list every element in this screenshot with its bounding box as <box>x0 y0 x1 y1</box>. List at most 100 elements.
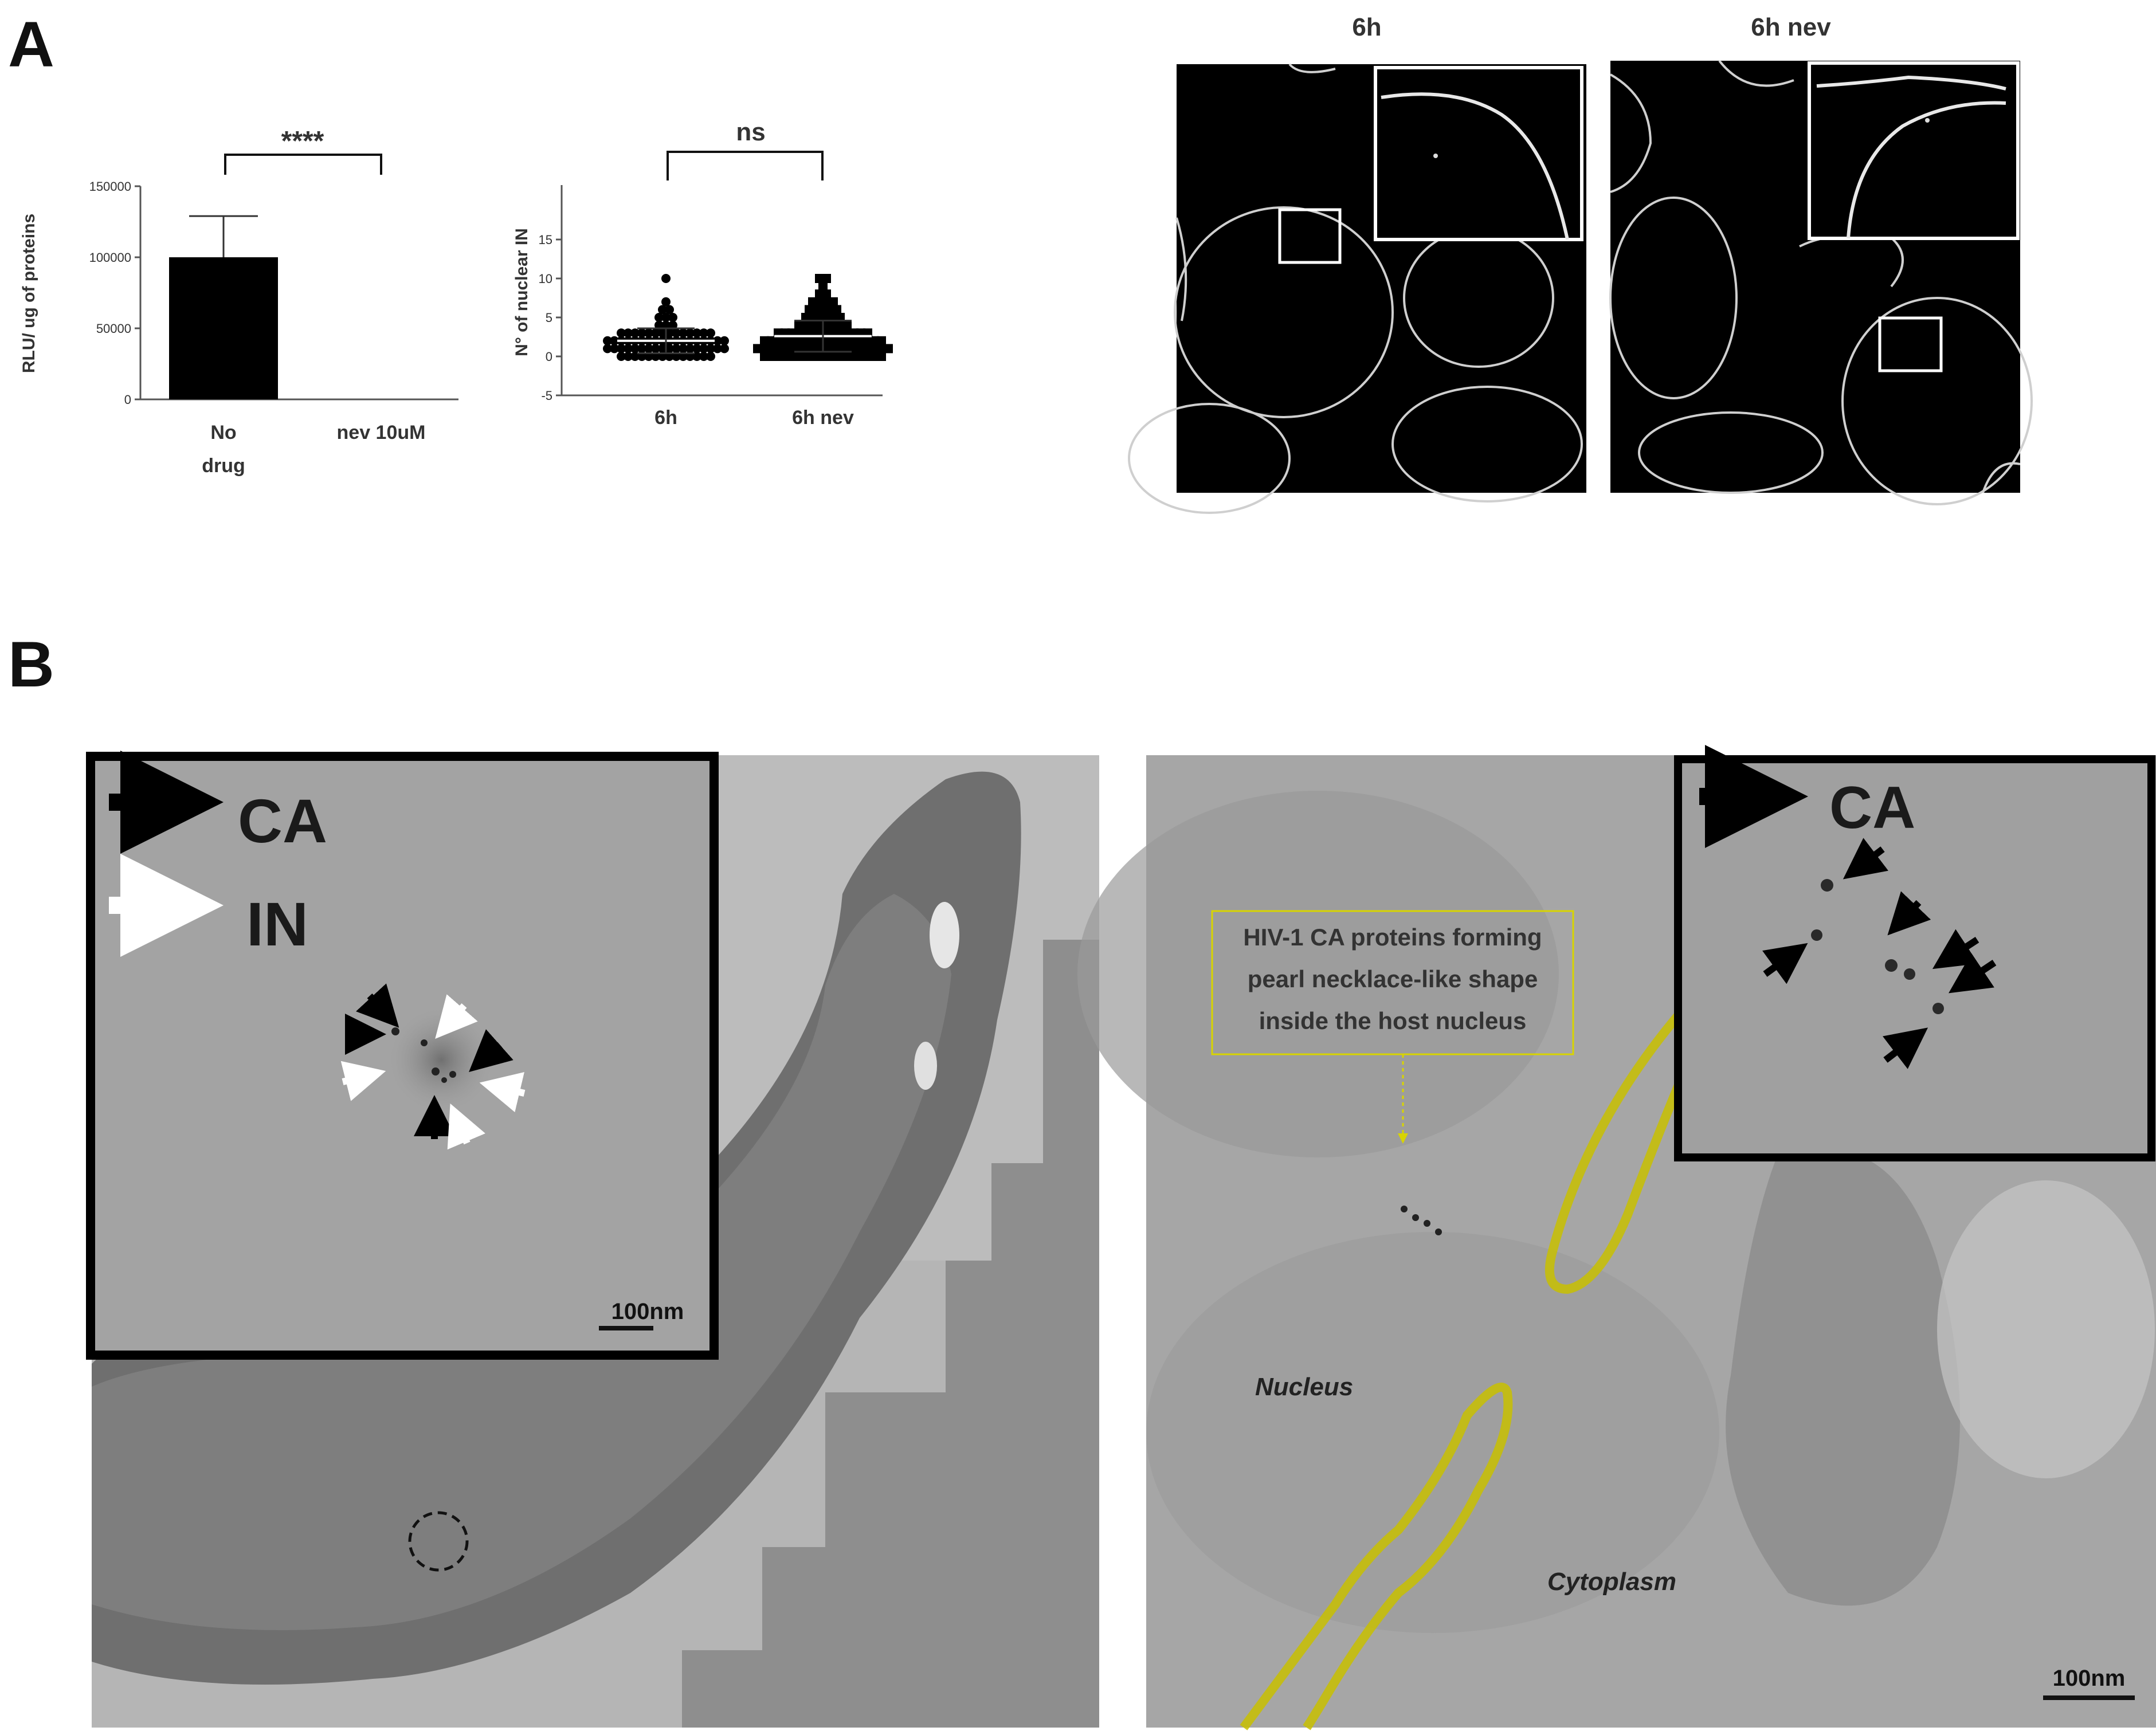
data-point <box>713 336 722 346</box>
data-point <box>685 344 695 354</box>
in-arrow <box>340 1061 386 1101</box>
fluorescence-image-6h <box>1128 63 1586 514</box>
panel-letter-b: B <box>8 629 54 700</box>
data-point <box>713 344 722 354</box>
significance-bracket-bar <box>224 154 382 175</box>
data-point <box>672 328 681 338</box>
dot-y-tick-label: 10 <box>539 272 552 286</box>
data-point <box>603 344 612 354</box>
significance-ns: ns <box>736 118 765 146</box>
nuclear-envelope-lower <box>1240 1383 1513 1730</box>
data-point <box>679 328 688 338</box>
data-point <box>822 274 831 283</box>
legend-label-in: IN <box>246 889 308 959</box>
data-point <box>665 344 674 354</box>
data-point <box>661 274 671 283</box>
data-point <box>720 344 729 354</box>
data-point <box>877 352 886 361</box>
inset-6h-nev <box>1808 61 2020 240</box>
data-point <box>624 344 633 354</box>
data-point <box>692 328 701 338</box>
ca-arrow <box>1883 1027 1928 1069</box>
zoom-box-6h-nev <box>1878 316 1943 372</box>
data-point <box>668 313 677 322</box>
ca-arrow <box>1762 943 1808 984</box>
fluorescence-image-6h-nev <box>1609 60 2033 505</box>
data-point <box>877 336 886 346</box>
annotation-box <box>1211 910 1574 1055</box>
data-point <box>842 320 852 330</box>
data-point <box>665 328 674 338</box>
data-point <box>624 328 633 338</box>
data-point <box>706 328 715 338</box>
bar-y-tick-label: 150000 <box>89 179 131 194</box>
dot-y-tick-label: 5 <box>546 311 552 325</box>
data-point <box>658 305 667 315</box>
ca-arrow <box>1887 891 1931 936</box>
data-point <box>603 336 612 346</box>
em-image-right: HIV-1 CA proteins forming pearl necklace… <box>1077 745 2156 1730</box>
bar-no-drug <box>169 257 278 399</box>
in-arrow <box>479 1072 526 1113</box>
dot-plot-points <box>603 274 893 361</box>
ca-arrow <box>1843 838 1888 880</box>
nuclear-envelope-upper <box>1545 1011 1701 1294</box>
data-point <box>706 352 715 361</box>
data-point <box>692 344 701 354</box>
legend-label-ca-right: CA <box>1829 775 1915 841</box>
data-point <box>617 352 626 361</box>
data-point <box>884 344 893 354</box>
em-image-left: CA IN 100nm <box>86 751 1099 1728</box>
bar-y-tick-label: 50000 <box>96 321 131 336</box>
label-cytoplasm: Cytoplasm <box>1547 1568 1676 1596</box>
data-point <box>706 344 715 354</box>
data-point <box>720 336 729 346</box>
ca-arrow <box>1949 953 1997 994</box>
bar-chart-y-label: RLU/ ug of proteins <box>19 214 38 373</box>
significance-bracket-dot <box>667 151 824 180</box>
in-arrow <box>435 994 478 1039</box>
data-point <box>818 281 828 291</box>
data-point <box>832 305 841 315</box>
data-point <box>610 344 619 354</box>
data-point <box>617 344 626 354</box>
data-point <box>630 344 640 354</box>
annotation-line-3: inside the host nucleus <box>1259 1007 1527 1034</box>
data-point <box>624 352 633 361</box>
data-point <box>672 344 681 354</box>
data-point <box>617 328 626 338</box>
data-point <box>630 328 640 338</box>
data-point <box>661 313 671 322</box>
label-nucleus: Nucleus <box>1255 1373 1353 1401</box>
panel-letter-a: A <box>8 9 54 80</box>
data-point <box>661 297 671 307</box>
legend-label-ca-left: CA <box>238 786 327 855</box>
data-point <box>699 352 708 361</box>
data-point <box>644 344 653 354</box>
data-point <box>637 344 646 354</box>
zoom-box-6h <box>1278 208 1342 264</box>
dot-y-tick-label: 15 <box>539 233 552 247</box>
inset-6h <box>1374 66 1583 241</box>
in-arrow <box>447 1103 485 1150</box>
scale-label-left: 100nm <box>611 1299 684 1324</box>
scale-label-right: 100nm <box>2053 1666 2126 1691</box>
significance-stars: **** <box>281 126 324 156</box>
data-point <box>699 344 708 354</box>
ca-arrow <box>469 1029 513 1072</box>
data-point <box>651 328 660 338</box>
dot-category-6h-nev: 6h nev <box>792 407 854 429</box>
bar-category-nev-10um: nev 10uM <box>337 422 426 443</box>
data-point <box>685 328 695 338</box>
data-point <box>679 344 688 354</box>
em-right-inset <box>1674 755 2155 1161</box>
data-point <box>651 344 660 354</box>
fluorescence-title-6h-nev: 6h nev <box>1751 13 1831 41</box>
annotation-line-1: HIV-1 CA proteins forming <box>1243 924 1542 951</box>
data-point <box>644 328 653 338</box>
fluorescence-title-6h: 6h <box>1352 13 1381 41</box>
annotation-line-2: pearl necklace-like shape <box>1248 965 1538 992</box>
